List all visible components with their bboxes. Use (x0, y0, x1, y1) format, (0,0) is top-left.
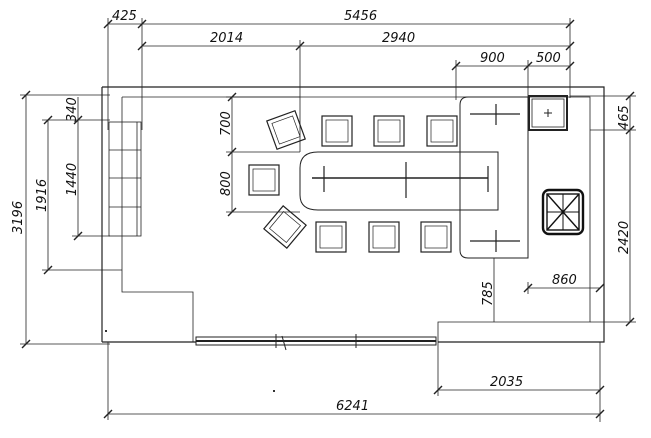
left-cabinets (108, 121, 142, 237)
chair-bottom-1 (315, 221, 347, 253)
chair-top-3 (426, 115, 458, 147)
dimension-lines (20, 18, 636, 422)
dim-2420: 2420 (617, 221, 632, 254)
chairs (248, 110, 458, 253)
scan-dots (105, 330, 275, 392)
dim-465: 465 (617, 105, 632, 130)
chair-top-left (266, 110, 306, 150)
chair-bottom-2 (368, 221, 400, 253)
bottom-glazing (195, 334, 437, 351)
reception-counter (459, 96, 529, 259)
dimension-ticks (21, 19, 635, 419)
chair-left (248, 164, 280, 196)
chair-top-2 (373, 115, 405, 147)
dim-1916: 1916 (35, 179, 50, 212)
dim-3196: 3196 (11, 201, 26, 234)
dim-2014: 2014 (210, 31, 243, 46)
chair-bottom-3 (420, 221, 452, 253)
dim-900: 900 (480, 51, 505, 66)
room-walls (101, 86, 605, 343)
dim-2940: 2940 (382, 31, 415, 46)
central-table (299, 151, 499, 211)
dim-500: 500 (536, 51, 561, 66)
chair-top-1 (321, 115, 353, 147)
dim-700: 700 (219, 111, 234, 136)
dim-2035: 2035 (490, 375, 523, 390)
dim-1440: 1440 (65, 163, 80, 196)
dim-340: 340 (65, 97, 80, 122)
dimension-labels: 425 5456 2014 2940 900 500 340 1440 1916… (11, 9, 632, 414)
dim-425: 425 (112, 9, 137, 24)
chair-bottom-left (263, 205, 307, 249)
dim-6241: 6241 (336, 399, 369, 414)
dim-5456: 5456 (344, 9, 377, 24)
sink (528, 95, 568, 131)
dim-785: 785 (481, 281, 496, 306)
dim-860: 860 (552, 273, 577, 288)
heater-rack (541, 188, 585, 236)
dim-800: 800 (219, 171, 234, 196)
